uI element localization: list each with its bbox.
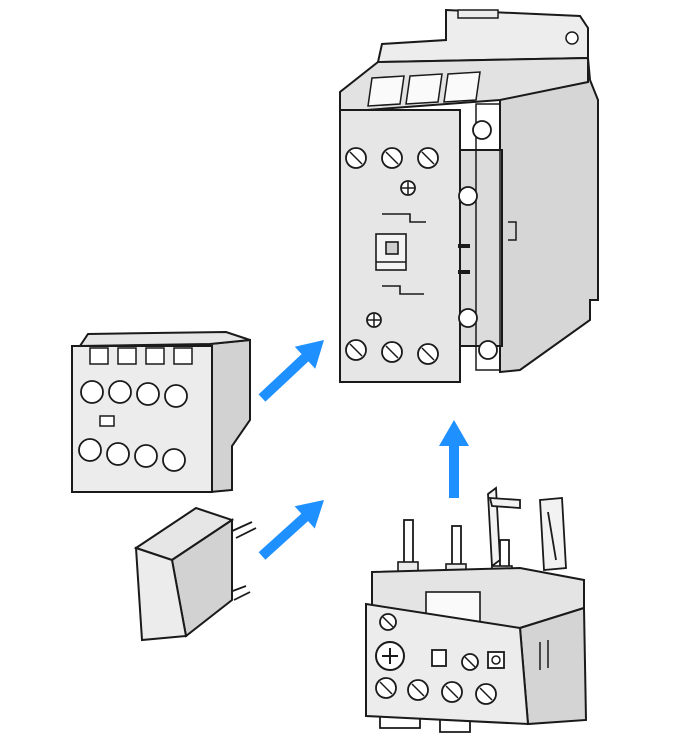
contactor-aux-markers [458,244,470,274]
contactor-aux-terminals [458,120,498,360]
relay-test-button [431,649,447,667]
terminal-icon [164,384,188,408]
contactor-rail-clip [508,221,517,241]
assembly-arrows [258,340,469,560]
relay-adjust-dial [375,641,405,671]
suppressor-leads [229,521,257,601]
arrow-relay-to-contactor-head [439,420,469,446]
aux-module-front [71,345,213,493]
relay-bottom-feet [379,716,471,733]
arrow-suppressor-to-contactor-head [294,500,324,529]
contactor-terminal-slots [367,71,481,107]
aux-module-label [99,415,115,427]
arrow-aux-to-contactor-head [294,340,324,369]
aux-module-top [78,330,251,348]
arrow-aux-to-contactor-shaft [258,352,310,402]
terminal-icon [478,340,498,360]
main-contactor [339,8,599,383]
arrow-suppressor-to-contactor-shaft [258,512,310,560]
terminal-icon [106,442,130,466]
relay-small-screw [379,613,397,631]
aux-module-top-slots [89,347,193,365]
aux-module-terminals-top [80,380,188,408]
auxiliary-contact-module [71,330,251,494]
terminal-icon [458,186,478,206]
contactor-coil-screw-bottom [366,312,382,328]
contactor-top-tab [457,9,499,19]
relay-side-face [518,606,588,726]
contactor-coil-screw-top [400,180,416,196]
terminal-icon [108,380,132,404]
contactor-switch-indicator [375,213,426,295]
terminal-icon [136,382,160,406]
terminal-icon [472,120,492,140]
relay-status-window [487,651,505,669]
relay-connection-bars [487,486,567,571]
suppressor-front [134,546,188,642]
suppressor-module [133,506,257,642]
contactor-side-strip [475,103,501,371]
relay-side-markings [539,640,549,670]
terminal-icon [162,448,186,472]
contactor-side-face [499,56,599,374]
relay-reset-screw [461,653,479,671]
contactor-top-hole-icon [565,31,579,45]
terminal-icon [80,380,104,404]
overload-relay [365,486,588,733]
terminal-icon [134,444,158,468]
terminal-icon [78,438,102,462]
aux-module-terminals-bottom [78,438,186,472]
aux-module-side [209,338,251,494]
terminal-icon [458,308,478,328]
